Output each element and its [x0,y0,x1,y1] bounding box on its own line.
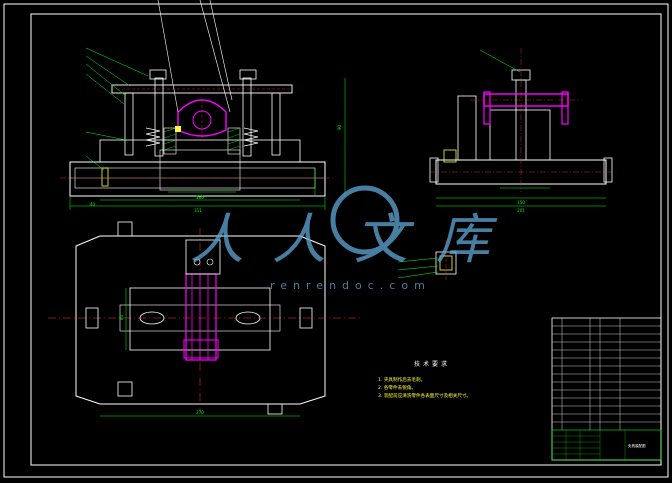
side-dim-overall: 201 [517,208,525,213]
detail-view [397,240,457,280]
title-block: 夹具装配图 [551,317,662,461]
front-dim-inner: 260 [196,195,204,200]
watermark-chinese: 人人文库 [190,208,518,271]
notes-title: 技术要求 [414,360,450,368]
front-workpiece [177,99,227,137]
note-item-1: 1. 夹具制作后去毛刺。 [378,376,425,383]
plan-workpiece [185,273,217,361]
plan-base-outline [75,235,326,405]
plan-dim-width: 270 [196,410,204,415]
front-dim-base: 40 [90,202,96,207]
outer-border [3,3,669,478]
note-item-2: 2. 各零件去锐角。 [378,384,416,391]
plan-dim-height: 80 [119,314,124,320]
side-dim-inner: 150 [517,200,525,205]
front-dim-height: 90 [337,124,342,130]
front-view: 311 260 90 40 [60,0,346,213]
technical-notes: 技术要求 1. 夹具制作后去毛刺。 2. 各零件去锐角。 3. 装配前应清洗零件… [378,360,471,399]
watermark-logo [330,185,400,255]
side-view: 201 150 [429,48,613,213]
title-block-drawing-name: 夹具装配图 [628,443,646,448]
plan-view: 270 80 [48,221,360,417]
watermark: 人人文库 renrendoc.com [190,185,518,292]
note-item-3: 3. 装配前应清洗零件各表面尺寸及相关尺寸。 [378,392,471,399]
inner-border [30,13,662,466]
watermark-latin: renrendoc.com [270,279,431,292]
front-dim-overall: 311 [194,208,202,213]
